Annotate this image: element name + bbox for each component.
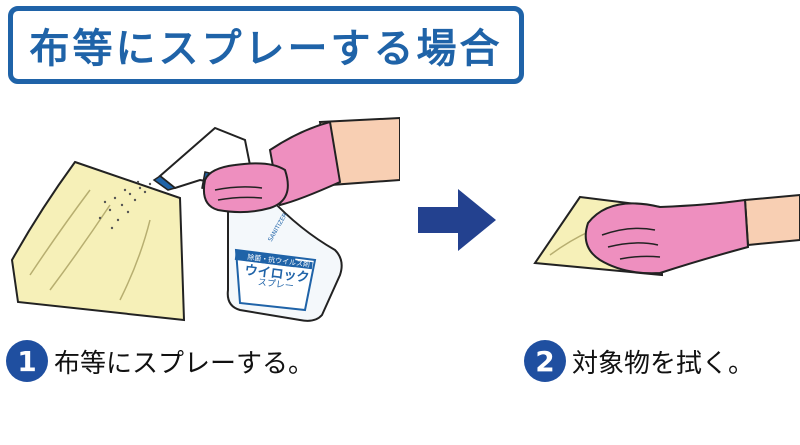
step-2: 2 対象物を拭く。 [524,340,754,382]
page-title: 布等にスプレーする場合 [29,26,503,72]
step-1: 1 布等にスプレーする。 [6,340,314,382]
step-number-badge: 1 [6,340,48,382]
step-text: 布等にスプレーする。 [54,348,315,379]
glove [584,198,750,275]
step-number-badge: 2 [524,340,566,382]
cloth-shape [10,160,186,322]
arrow-right-icon [418,189,496,251]
spray-mist [98,180,152,230]
title-box: 布等にスプレーする場合 [8,6,524,84]
arm [743,193,800,247]
spray-illustration [10,116,400,322]
step-text: 対象物を拭く。 [572,348,755,379]
wipe-illustration [533,193,800,277]
